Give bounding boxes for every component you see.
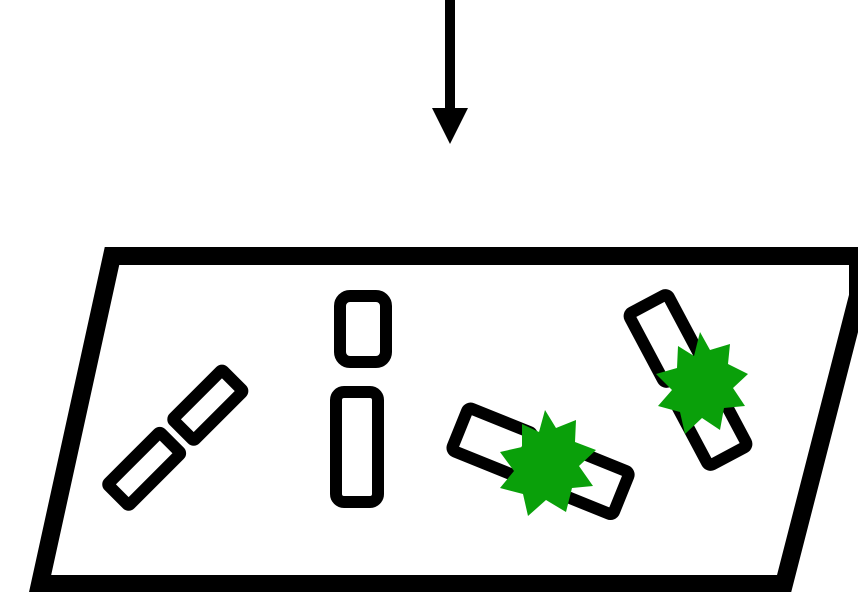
down-arrow-icon <box>432 0 468 144</box>
pair-2-part-a <box>340 296 386 362</box>
object-pair-1 <box>107 370 243 506</box>
pair-2-part-b <box>336 392 378 502</box>
object-pair-2 <box>336 296 386 502</box>
pair-1-part-a <box>107 432 181 506</box>
pair-1-part-b <box>172 370 243 441</box>
